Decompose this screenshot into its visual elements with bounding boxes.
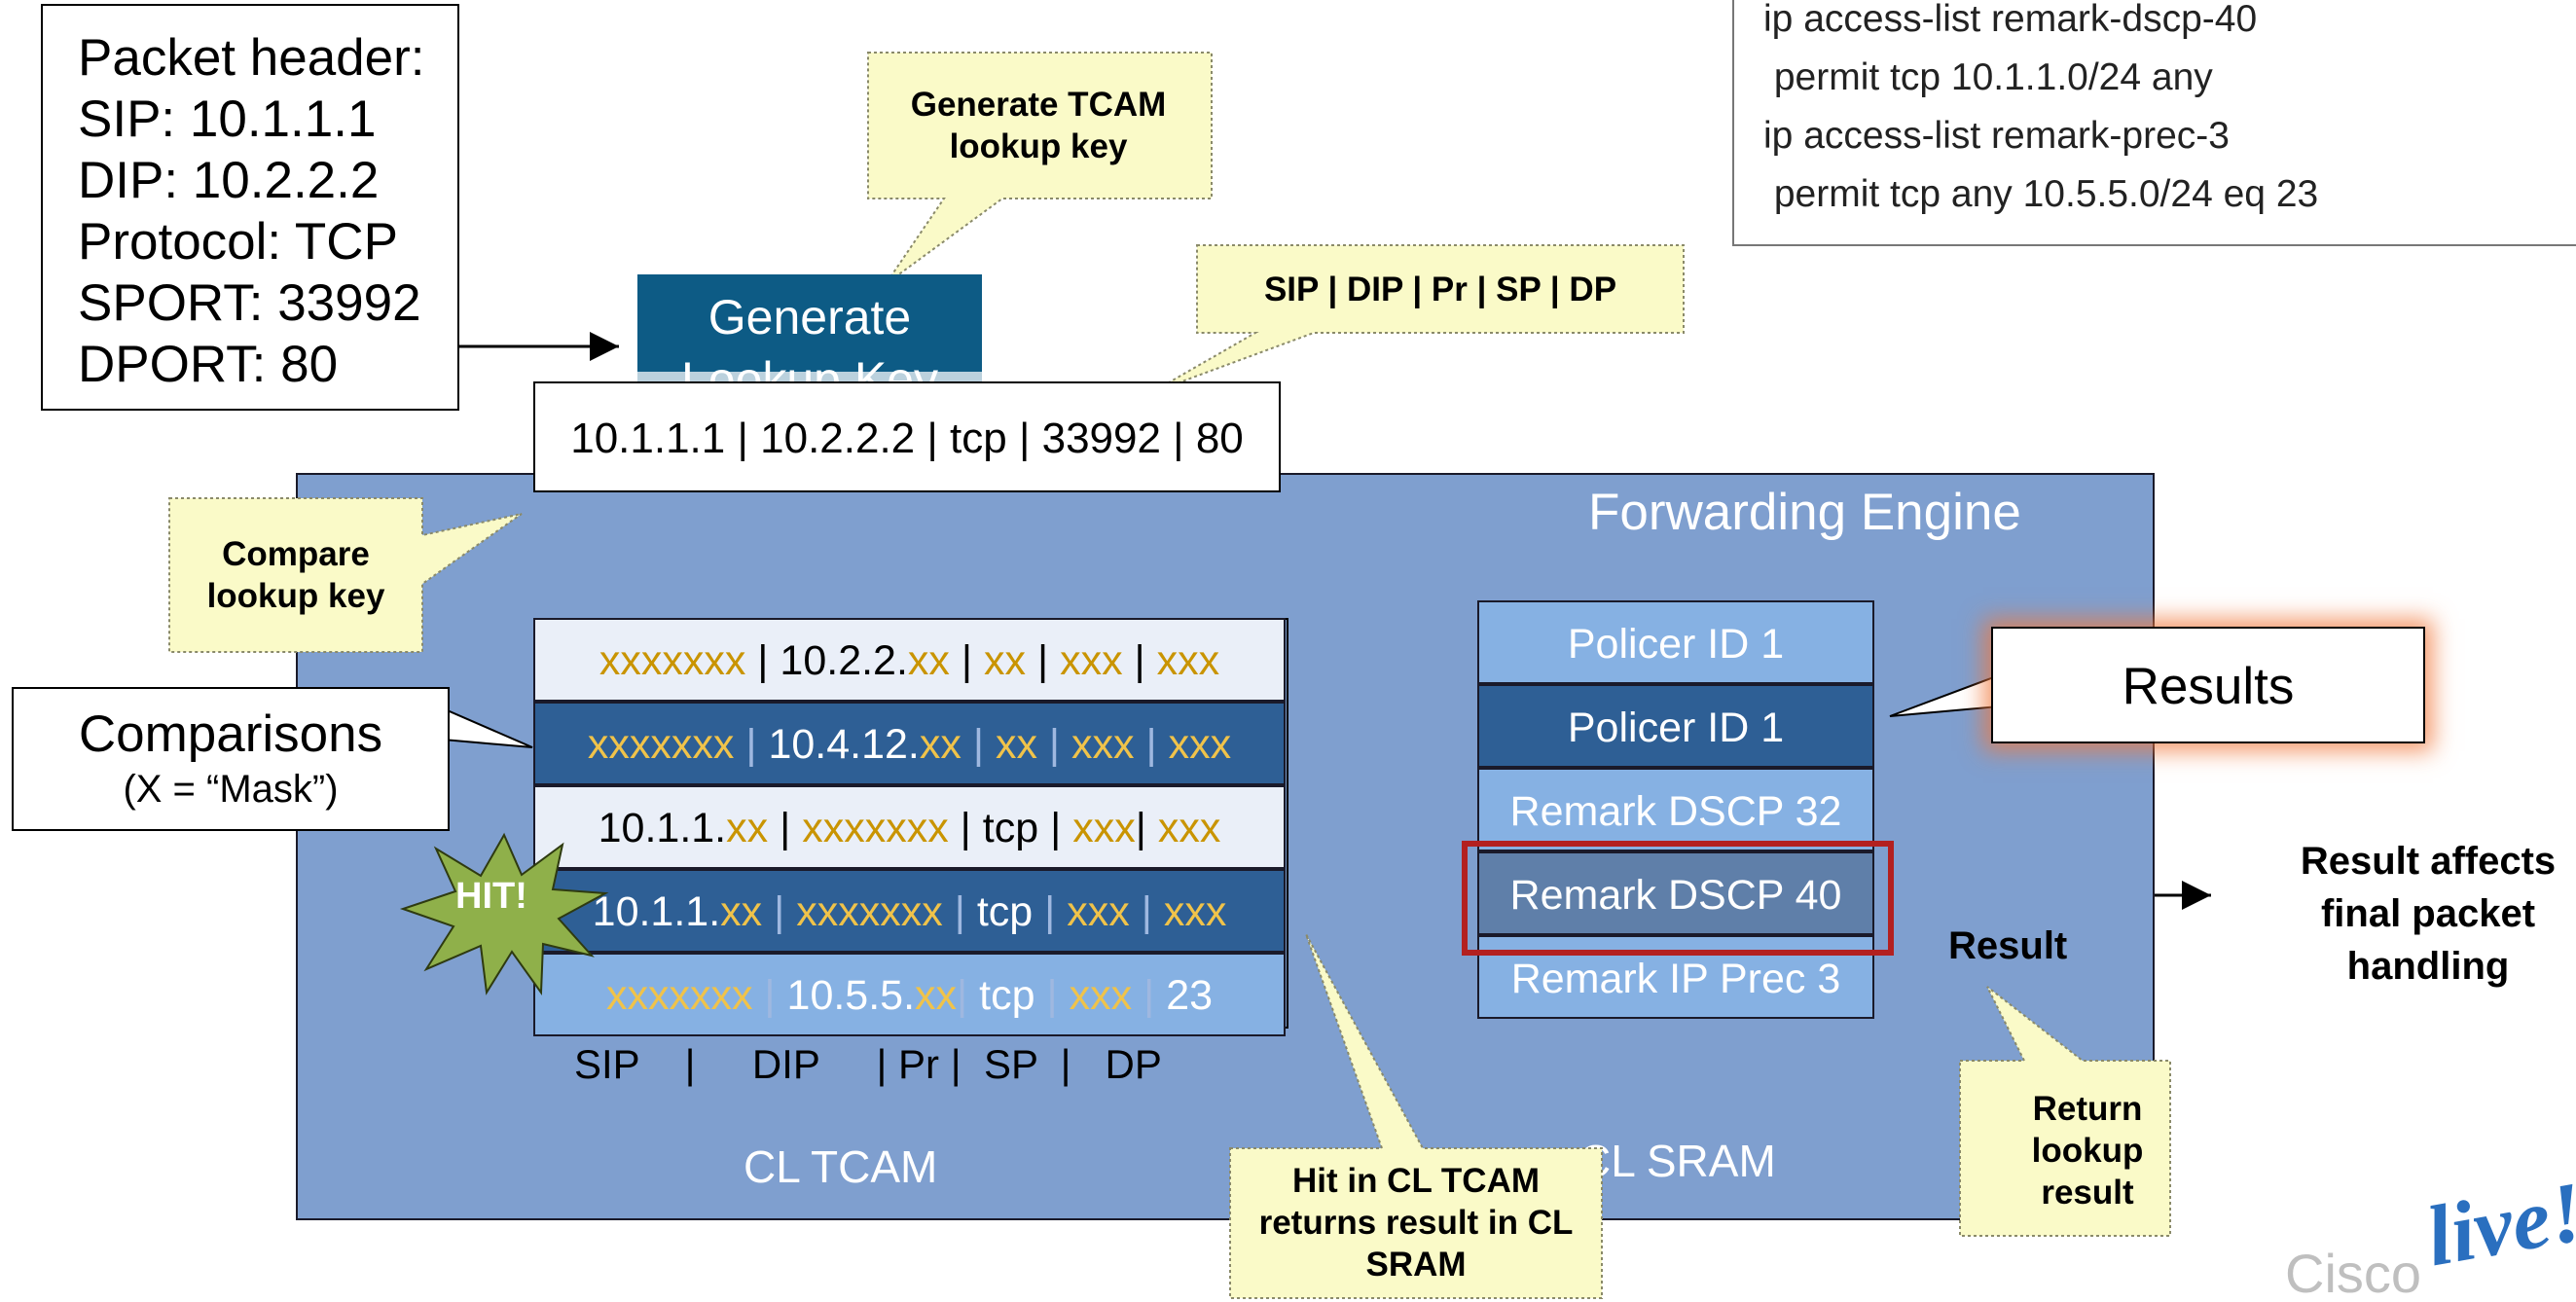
packet-header-line: DIP: 10.2.2.2 [78,152,380,209]
tcam-mask: xxxxxxx [587,721,735,768]
tcam-mask: xx [919,721,961,768]
result-label: Result [1948,924,2068,967]
callout-compare-lookup-key: Compare lookup key [206,535,385,615]
comparisons-box: Comparisons (X = “Mask”) [12,687,450,831]
cisco-live-logo: Cisco live! [2285,1165,2576,1300]
comparisons-subtitle: (X = “Mask”) [123,768,339,811]
tcam-mask: xxx [1071,721,1135,768]
tcam-value: 10.2.2. [780,637,908,684]
tcam-mask: xxxxxxx [802,805,949,851]
tcam-value: 10.1.1. [592,888,721,935]
tcam-mask: xxx [1069,972,1133,1019]
tcam-row-2: xxxxxxx | 10.4.12.xx | xx | xxx | xxx [533,702,1286,785]
tcam-mask: xx [720,888,763,935]
callout-generate-tcam-key: Generate TCAM lookup key [910,86,1167,165]
tcam-value: 23 [1166,972,1214,1019]
callout-hit-in-tcam: Hit in CL TCAM returns result in CL SRAM [1258,1162,1574,1284]
tcam-value: 10.5.5. [786,972,916,1019]
sram-hit-highlight [1462,841,1894,956]
comparisons-pointer [443,706,533,748]
acl-config-box: ip access-list remark-dscp-40 permit tcp… [1732,0,2576,246]
hit-label: HIT! [455,876,527,917]
tcam-value: tcp [976,888,1034,935]
result-affects-text: Result affects final packet handling [2300,840,2557,988]
genkey-line1: Generate [707,290,912,344]
tcam-mask: xxxxxxx [605,972,753,1019]
tcam-mask: xxx [1060,637,1123,684]
acl-line: ip access-list remark-prec-3 [1763,115,2230,157]
results-box: Results [1991,627,2425,743]
callout-compare-key-shape [168,497,523,653]
logo-script: live! [2419,1165,2576,1285]
callout-key-format-shape [1149,244,1685,394]
sram-row-1: Policer ID 1 [1477,600,1874,684]
tcam-mask: xxx [1168,721,1232,768]
tcam-mask: xxxxxxx [599,637,746,684]
comparisons-title: Comparisons [78,705,383,763]
callout-generate-tcam-key-shape [867,52,1213,285]
tcam-mask: xxx [1072,805,1136,851]
tcam-mask: xx [995,721,1037,768]
sram-row-5: Remark IP Prec 3 [1477,935,1874,1019]
tcam-label: CL TCAM [744,1141,938,1192]
lookup-key-value: 10.1.1.1 | 10.2.2.2 | tcp | 33992 | 80 [533,381,1281,492]
tcam-column-headers: SIP | DIP | Pr | SP | DP [574,1041,1162,1087]
tcam-value: tcp [982,805,1039,851]
hit-starburst-icon [399,832,609,995]
tcam-row-1: xxxxxxx | 10.2.2.xx | xx | xxx | xxx [533,618,1286,702]
sram-row-3: Remark DSCP 32 [1477,768,1874,851]
results-pointer [1889,673,2000,717]
callout-hit-in-tcam-shape [1229,933,1603,1299]
tcam-value: 10.4.12. [768,721,920,768]
tcam-mask: xxx [1067,888,1130,935]
callout-return-result-shape [1959,986,2171,1237]
tcam-value: 10.1.1. [598,805,727,851]
packet-header-line: SIP: 10.1.1.1 [78,90,377,148]
acl-line: permit tcp 10.1.1.0/24 any [1763,56,2213,98]
callout-key-format: SIP | DIP | Pr | SP | DP [1263,271,1617,308]
packet-header-line: SPORT: 33992 [78,274,421,332]
tcam-mask: xxx [1163,888,1227,935]
acl-line: ip access-list remark-dscp-40 [1763,0,2258,40]
packet-header-line: Packet header: [78,29,425,87]
tcam-mask: xx [915,972,958,1019]
tcam-mask: xxx [1157,805,1221,851]
tcam-row-4-hit: 10.1.1.xx | xxxxxxx | tcp | xxx | xxx [533,869,1286,953]
tcam-mask: xx [907,637,950,684]
tcam-value: tcp [979,972,1035,1019]
sram-label: CL SRAM [1578,1136,1776,1186]
tcam-mask: xx [984,637,1026,684]
tcam-row-3: 10.1.1.xx | xxxxxxx | tcp | xxx| xxx [533,785,1286,869]
tcam-mask: xxxxxxx [796,888,943,935]
tcam-mask: xx [726,805,769,851]
acl-line: permit tcp any 10.5.5.0/24 eq 23 [1763,173,2319,215]
forwarding-engine-title: Forwarding Engine [1588,484,2021,541]
callout-return-lookup-result: Return lookup result [2031,1090,2144,1212]
sram-row-2: Policer ID 1 [1477,684,1874,768]
packet-header-box: Packet header: SIP: 10.1.1.1 DIP: 10.2.2… [41,4,459,411]
tcam-row-5: xxxxxxx | 10.5.5.xx| tcp | xxx | 23 [533,953,1286,1036]
packet-header-line: DPORT: 80 [78,336,339,393]
sram-row-4: Remark DSCP 40 [1477,851,1874,935]
logo-prefix: Cisco [2285,1243,2421,1300]
packet-header-line: Protocol: TCP [78,213,398,271]
tcam-mask: xxx [1156,637,1220,684]
